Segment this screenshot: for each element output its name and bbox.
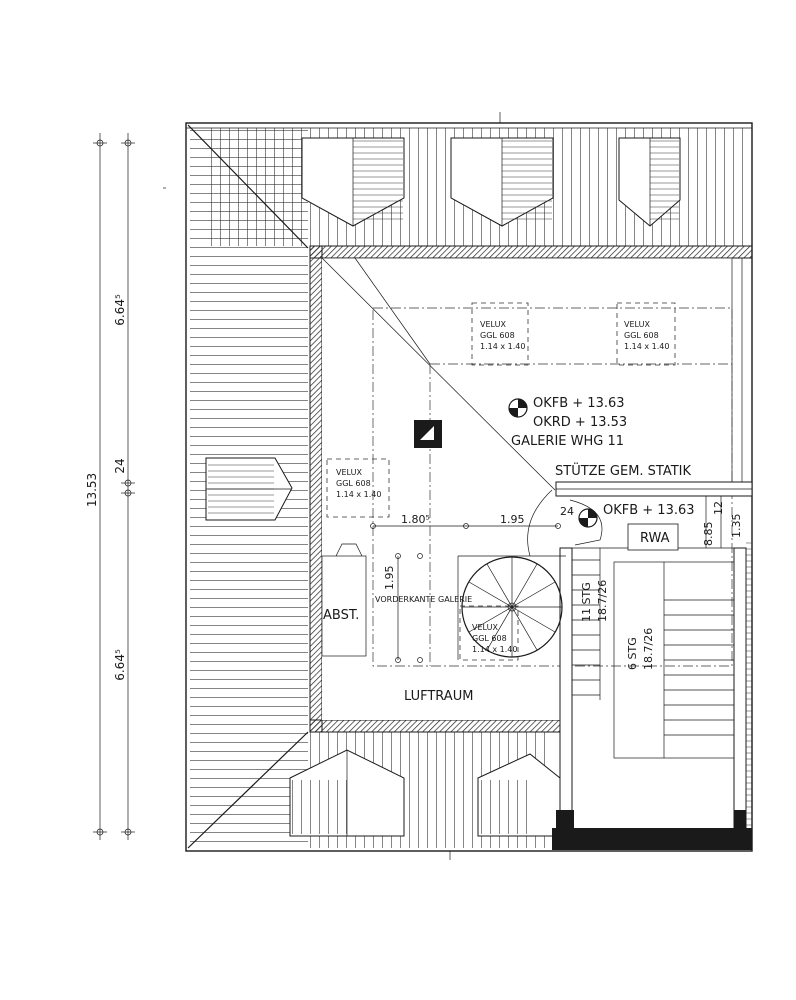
level-marker-small — [578, 508, 598, 528]
abst-label: ABST. — [323, 608, 359, 623]
velux-window-2 — [616, 302, 676, 366]
stair2-label: 6 STG — [626, 637, 639, 670]
dim-195b: 1.95 — [383, 566, 396, 591]
dormer-top-1 — [301, 137, 405, 227]
spiral-stair — [457, 489, 566, 660]
velux-2-brand: VELUX — [624, 320, 650, 329]
velux-3-model: GGL 608 — [336, 479, 371, 488]
stuetze-label: STÜTZE GEM. STATIK — [555, 462, 692, 479]
stair1-label: 11 STG — [580, 582, 593, 622]
velux-2-size: 1.14 x 1.40 — [624, 342, 669, 351]
dormer-bottom-2 — [477, 753, 561, 837]
stair1-ratio: 18.7/26 — [596, 580, 609, 622]
velux-4-size: 1.14 x 1.40 — [472, 645, 517, 654]
dormer-bottom-1 — [289, 749, 405, 837]
stair2-ratio: 18.7/26 — [642, 628, 655, 670]
velux-window-3 — [326, 458, 390, 518]
dim-135: 1.35 — [730, 514, 743, 539]
dim-24: 24 — [560, 505, 574, 518]
rwa-box — [627, 523, 679, 551]
dimension-chain: 13.53 6.64⁵ 24 6.64⁵ — [85, 133, 135, 840]
dormer-top-3 — [618, 137, 681, 227]
abst-niche — [321, 543, 367, 657]
velux-4-brand: VELUX — [472, 623, 498, 632]
luftraum-label: LUFTRAUM — [404, 689, 473, 704]
okfb-main-label: OKFB + 13.63 — [533, 396, 625, 411]
rwa-label: RWA — [640, 531, 670, 546]
dim-12: 12 — [712, 501, 725, 515]
dim-middle: 24 — [113, 458, 127, 473]
dim-upper: 6.64⁵ — [113, 294, 127, 326]
velux-1-model: GGL 608 — [480, 331, 515, 340]
velux-window-1 — [471, 302, 529, 366]
dim-885: 8.85 — [702, 522, 715, 547]
velux-4-model: GGL 608 — [472, 634, 507, 643]
dim-lower: 6.64⁵ — [113, 649, 127, 681]
velux-2-model: GGL 608 — [624, 331, 659, 340]
stair-structure — [552, 481, 753, 850]
vorderkante-label: VORDERKANTE GALERIE — [375, 595, 472, 604]
velux-3-size: 1.14 x 1.40 — [336, 490, 381, 499]
dim-total: 13.53 — [85, 473, 99, 507]
dim-180: 1.80⁵ — [401, 513, 430, 526]
dormer-top-2 — [450, 137, 554, 227]
dim-195a: 1.95 — [500, 513, 525, 526]
velux-3-brand: VELUX — [336, 468, 362, 477]
dormer-left — [205, 457, 293, 521]
okfb-small-label: OKFB + 13.63 — [603, 503, 695, 518]
velux-1-size: 1.14 x 1.40 — [480, 342, 525, 351]
velux-1-brand: VELUX — [480, 320, 506, 329]
galerie-label: GALERIE WHG 11 — [511, 434, 624, 449]
velux-window-4 — [459, 605, 519, 661]
okrd-main-label: OKRD + 13.53 — [533, 415, 627, 430]
level-marker-main — [508, 398, 528, 418]
